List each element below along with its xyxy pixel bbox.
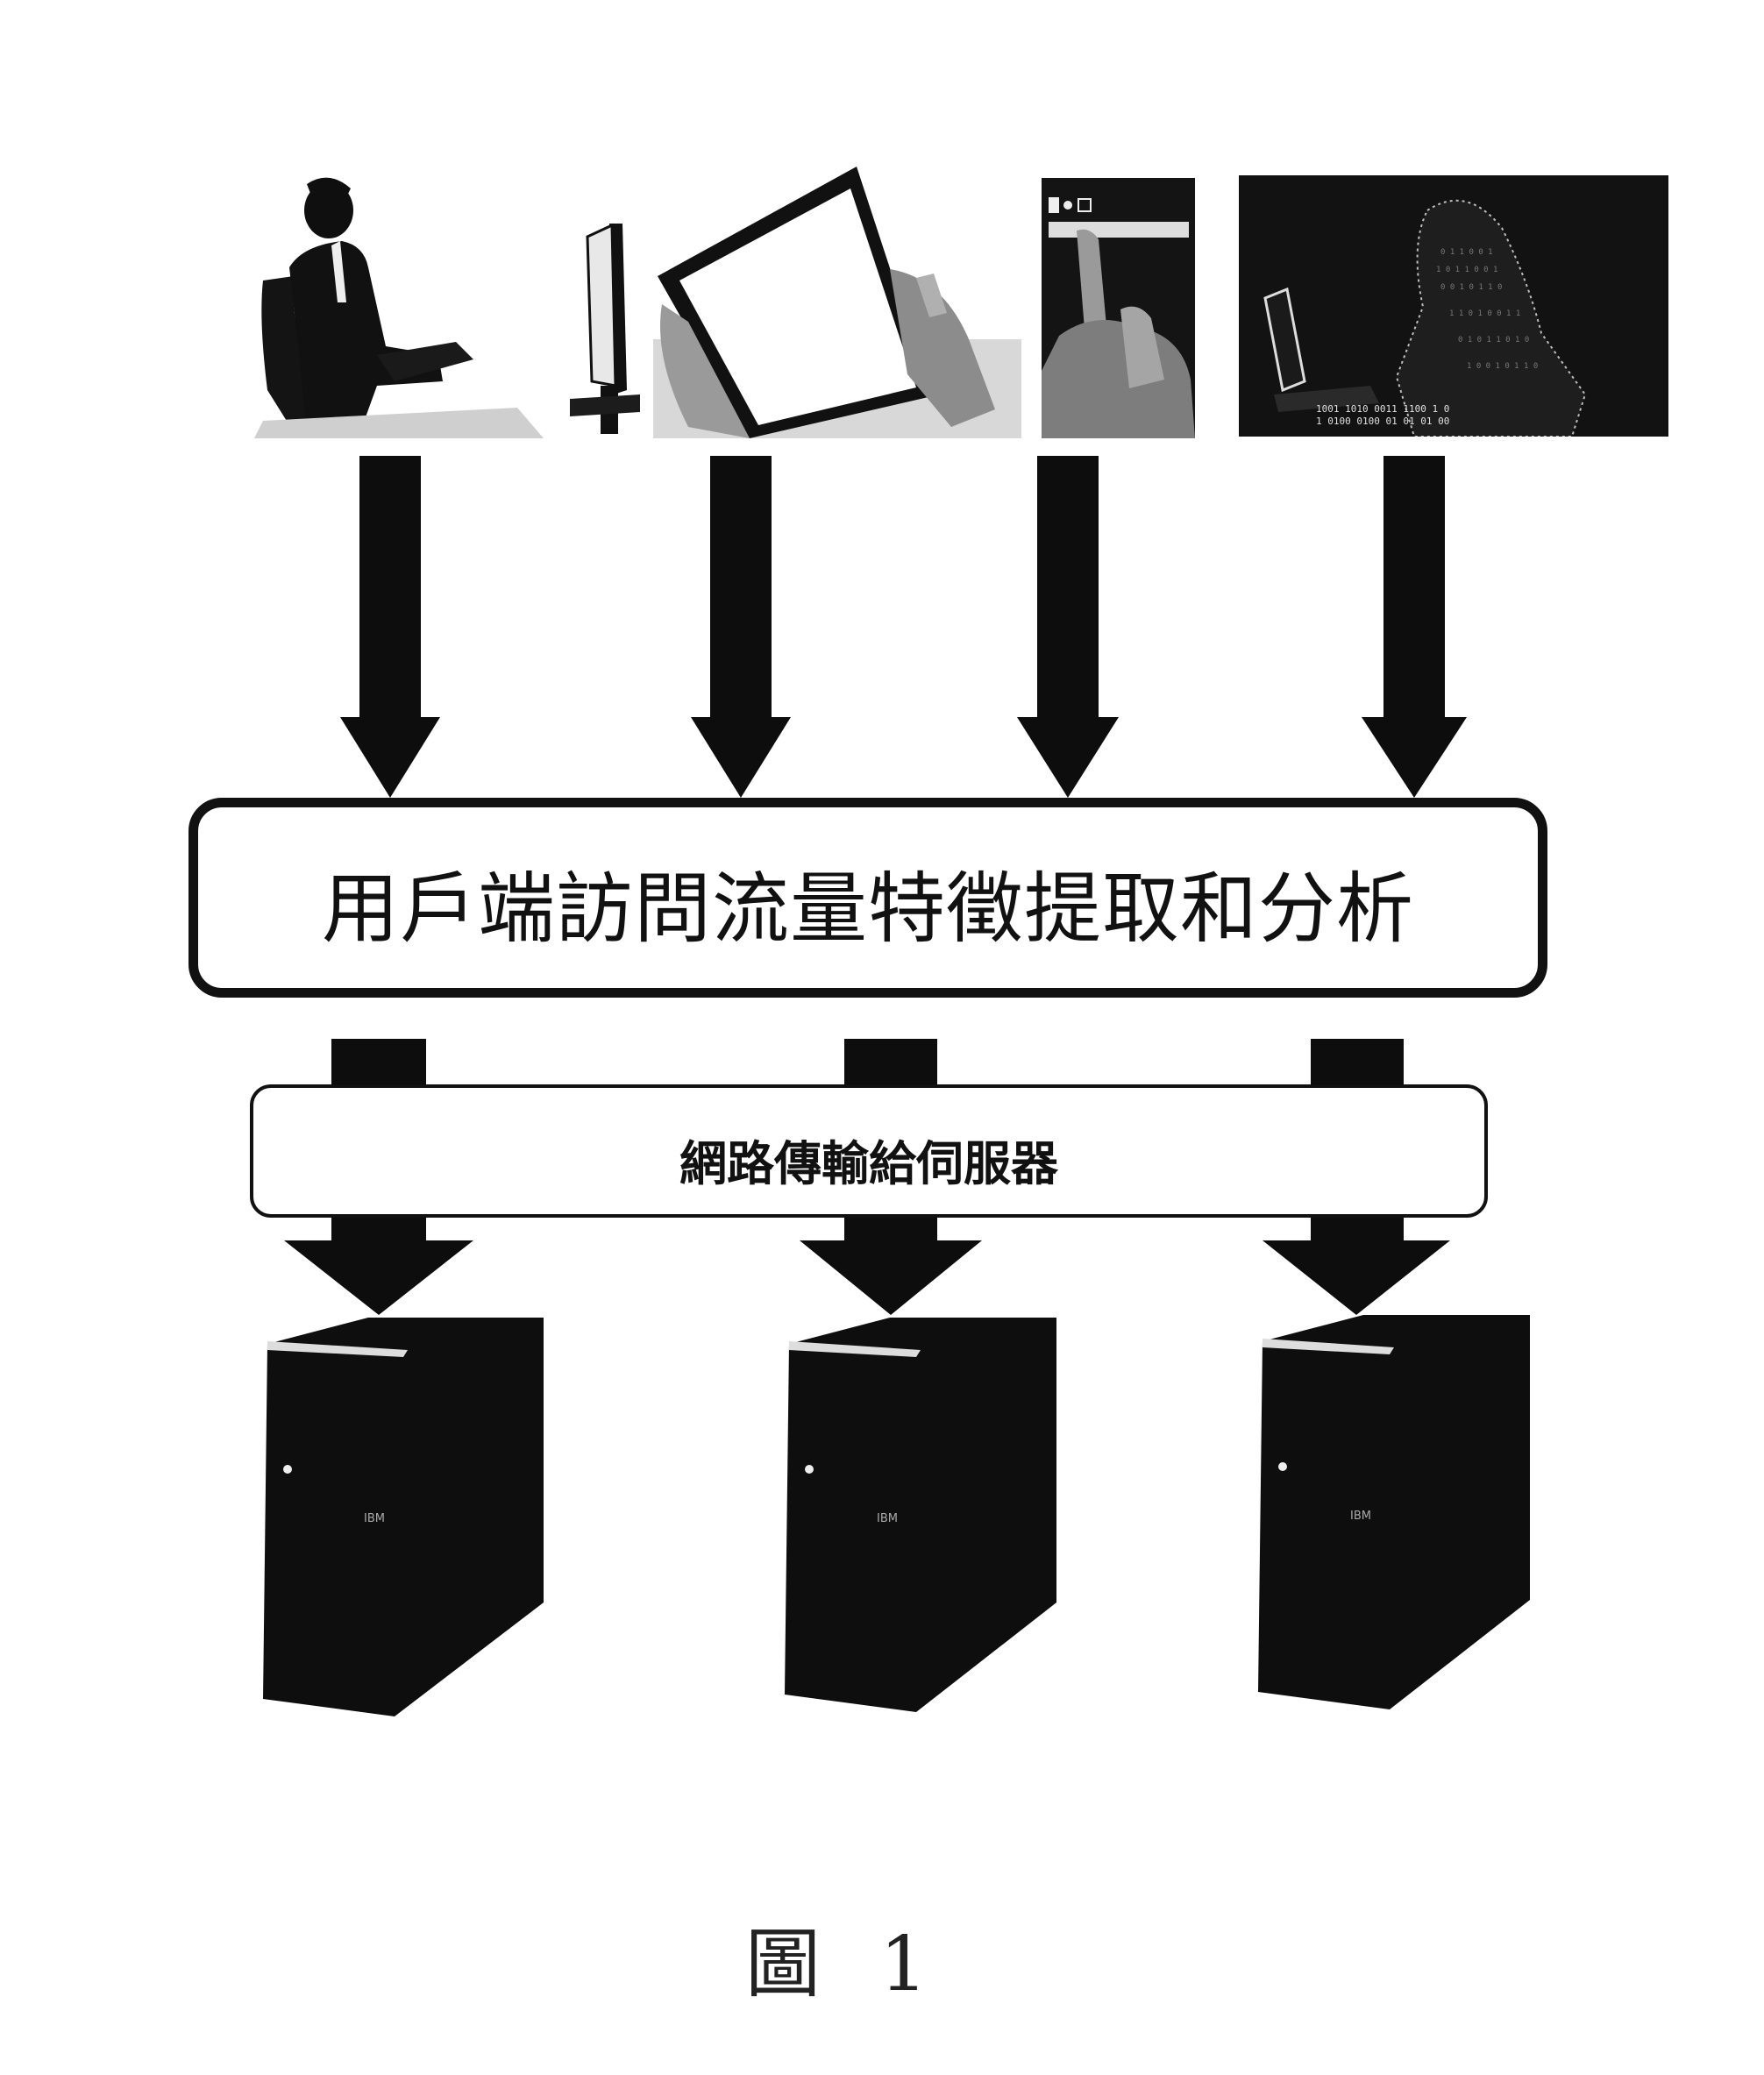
figure-caption: 圖 1 <box>745 1921 946 2008</box>
svg-text:IBM: IBM <box>1350 1510 1371 1523</box>
client-tablet-image <box>653 164 1021 438</box>
client-smartphone-image <box>1042 178 1195 438</box>
svg-text:1001 1010 0011 1100 1 0: 1001 1010 0011 1100 1 0 <box>1316 403 1449 415</box>
svg-text:0 0 1 0 1 1 0: 0 0 1 0 1 1 0 <box>1440 283 1502 292</box>
svg-text:IBM: IBM <box>877 1512 898 1525</box>
server-1: IBM <box>263 1313 552 1720</box>
network-box-label: 網路傳輸給伺服器 <box>679 1136 1058 1191</box>
client-desktop-user-image <box>254 171 644 438</box>
svg-text:IBM: IBM <box>364 1512 385 1525</box>
client-hacker-image: 1001 1010 0011 1100 1 0 1 0100 0100 01 0… <box>1239 175 1668 437</box>
server-2: IBM <box>785 1313 1074 1720</box>
server-3: IBM <box>1258 1311 1547 1717</box>
svg-text:0 1 1 0 0 1: 0 1 1 0 0 1 <box>1440 248 1493 257</box>
analysis-box-label: 用戶端訪問流量特徵提取和分析 <box>321 863 1414 954</box>
svg-text:1 0100 0100 01 01 01 00: 1 0100 0100 01 01 01 00 <box>1316 416 1449 427</box>
traffic-feature-analysis-box: 用戶端訪問流量特徵提取和分析 <box>188 798 1547 998</box>
svg-text:1 0 1 1 0 0 1: 1 0 1 1 0 0 1 <box>1436 266 1497 274</box>
svg-text:1 1 0 1 0 0 1 1: 1 1 0 1 0 0 1 1 <box>1449 309 1520 318</box>
network-transmission-box: 網路傳輸給伺服器 <box>250 1084 1488 1218</box>
svg-text:0 1 0 1 1 0 1 0: 0 1 0 1 1 0 1 0 <box>1458 336 1529 345</box>
svg-text:1 0 0 1 0 1 1 0: 1 0 0 1 0 1 1 0 <box>1467 362 1538 371</box>
